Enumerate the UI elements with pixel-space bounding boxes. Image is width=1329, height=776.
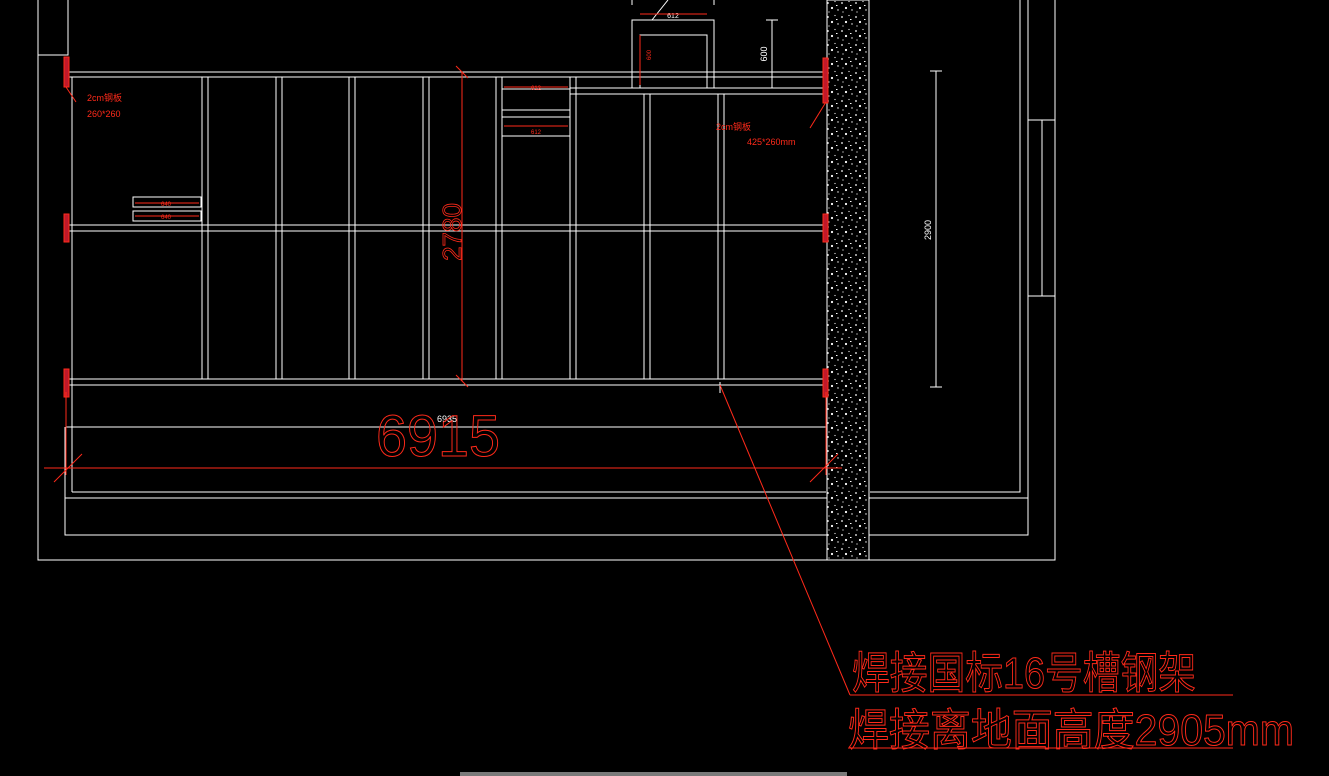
note-welding-channel: 焊接国标16号槽钢架 [852, 649, 1196, 698]
dim-612-top: 612 [667, 13, 679, 20]
channel-tag-a: 640 [161, 202, 172, 208]
dim-6935: 6935 [437, 414, 457, 424]
floor-outline [37, 0, 1056, 561]
horizontal-scrollbar[interactable] [460, 772, 847, 776]
channel-tag-b: 640 [161, 215, 172, 221]
white-dimensions [719, 19, 942, 393]
plate-left-spec: 2cm钢板 [87, 92, 122, 103]
steel-frame-horizontal-beams [66, 71, 826, 492]
channel-tag-c: 612 [531, 86, 542, 92]
red-dimension-lines [44, 13, 1233, 749]
channel-tag-d: 612 [531, 130, 542, 136]
note-welding-height: 焊接离地面高度2905mm [848, 706, 1294, 755]
dim-2900-vertical: 2900 [923, 220, 933, 240]
channel-blocks [132, 76, 571, 222]
dim-2780-label: 2780 [437, 203, 467, 261]
plate-right-spec: 2cm钢板 [716, 121, 751, 132]
plate-right-size: 425*260mm [747, 137, 796, 147]
dim-6915-label: 6915 [376, 404, 500, 469]
steel-frame-vertical-posts [201, 77, 725, 379]
dim-600-top-frame: 600 [647, 49, 653, 60]
dim-600-vertical: 600 [759, 46, 769, 61]
concrete-column [826, 0, 870, 561]
plate-left-size: 260*260 [87, 109, 121, 119]
